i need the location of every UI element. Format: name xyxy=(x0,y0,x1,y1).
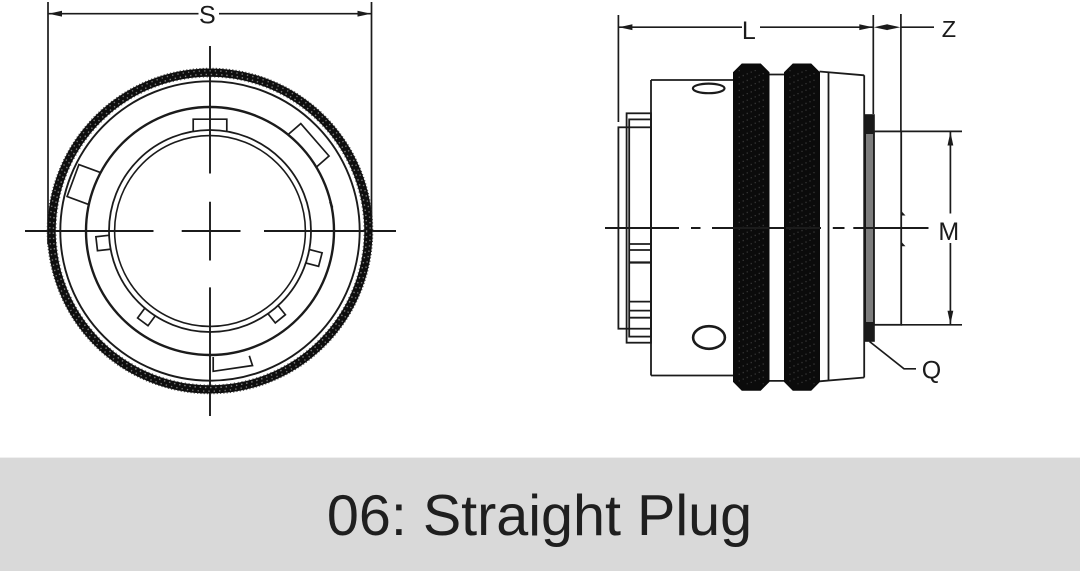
svg-text:Q: Q xyxy=(922,357,941,385)
svg-text:S: S xyxy=(199,1,216,29)
svg-text:06: Straight Plug: 06: Straight Plug xyxy=(327,484,752,548)
svg-text:M: M xyxy=(938,218,959,246)
svg-text:Z: Z xyxy=(942,16,956,42)
svg-text:L: L xyxy=(742,17,756,45)
